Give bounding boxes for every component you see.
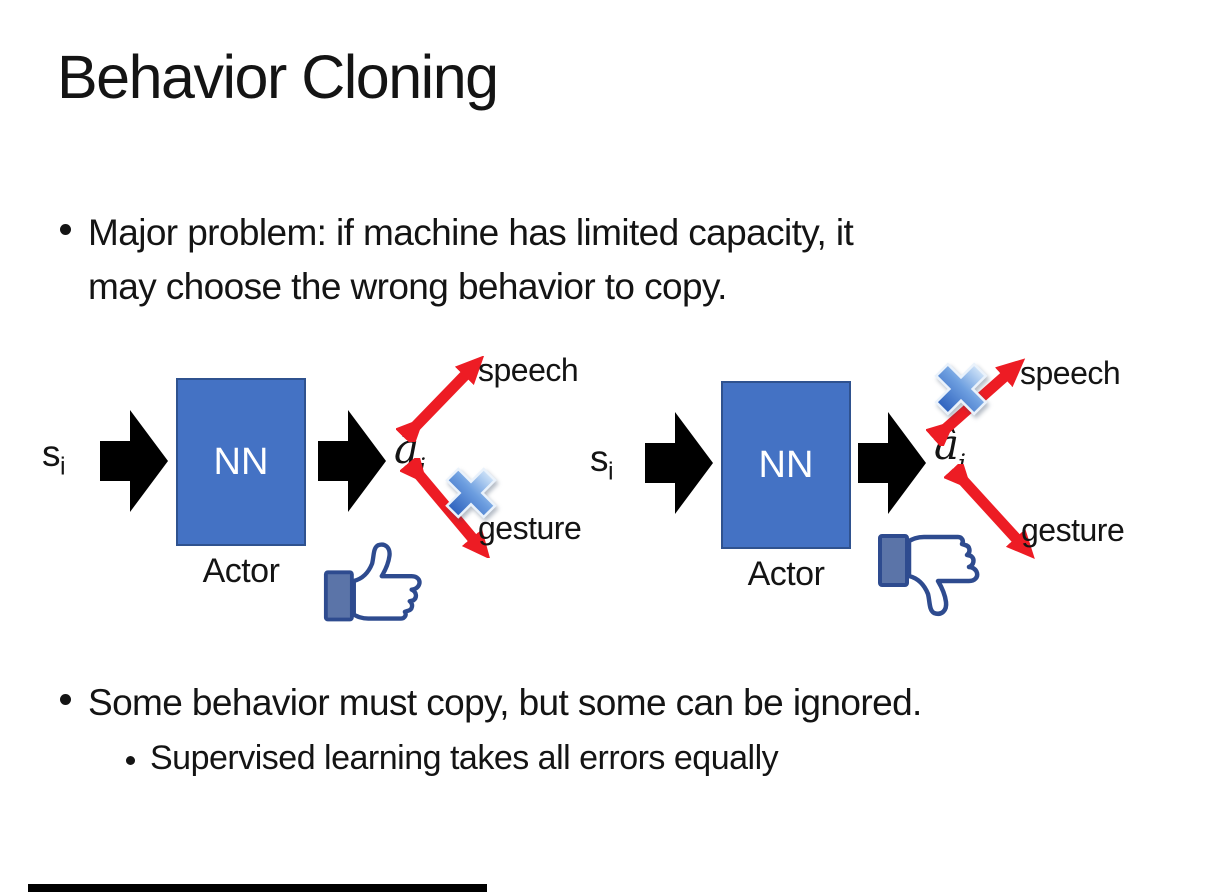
actor-label: Actor: [202, 552, 280, 590]
sub-bullet-marker: [126, 756, 135, 765]
thumbs-up-icon: [322, 536, 428, 624]
bullet-some-behavior: Some behavior must copy, but some can be…: [88, 682, 922, 723]
bullet-major-problem-line2: may choose the wrong behavior to copy.: [88, 266, 727, 307]
cross-out-icon: [439, 461, 503, 525]
gesture-label: gesture: [478, 510, 582, 546]
nn-box: NN: [176, 378, 306, 546]
cross-out-icon: [928, 356, 994, 422]
speech-double-arrow-icon: [396, 356, 485, 442]
gesture-double-arrow-icon: [400, 458, 491, 558]
flow-arrow-icon: [318, 410, 386, 512]
bottom-cropped-bar: [28, 884, 487, 892]
thumbs-down-icon: [876, 530, 986, 624]
gesture-label: gesture: [1021, 512, 1125, 548]
actor-label: Actor: [747, 555, 825, 593]
bullet-marker: [60, 694, 71, 705]
input-state-label: si: [590, 438, 614, 486]
bullet-marker: [60, 224, 71, 235]
slide-title: Behavior Cloning: [57, 43, 499, 111]
bullet-major-problem-line1: Major problem: if machine has limited ca…: [88, 212, 854, 253]
nn-box-label: NN: [213, 440, 269, 483]
speech-label: speech: [1020, 355, 1121, 391]
speech-label: speech: [478, 352, 579, 388]
bullet-supervised: Supervised learning takes all errors equ…: [150, 739, 779, 777]
flow-arrow-icon: [645, 412, 713, 514]
input-state-label: si: [42, 433, 66, 481]
nn-box: NN: [721, 381, 851, 549]
flow-arrow-icon: [858, 412, 926, 514]
flow-arrow-icon: [100, 410, 168, 512]
gesture-double-arrow-icon: [944, 464, 1035, 559]
nn-box-label: NN: [758, 443, 814, 486]
bullet-major-problem: Major problem: if machine has limited ca…: [88, 206, 854, 314]
